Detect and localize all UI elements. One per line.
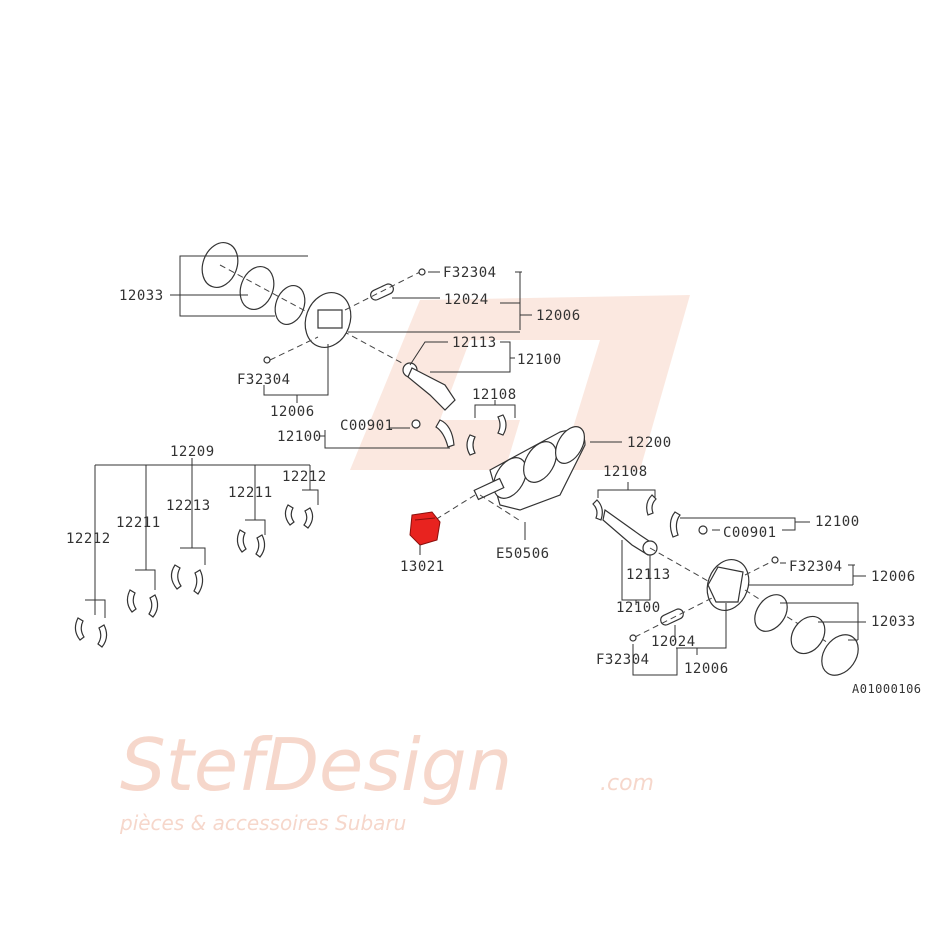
crank-sprocket-highlighted[interactable] bbox=[409, 511, 441, 546]
label-12200[interactable]: 12200 bbox=[627, 435, 672, 451]
leader-lines bbox=[85, 255, 866, 676]
piston-pin-top[interactable] bbox=[369, 282, 395, 301]
label-12212-right[interactable]: 12212 bbox=[282, 469, 327, 485]
label-12033-top[interactable]: 12033 bbox=[119, 288, 164, 304]
label-12113-top[interactable]: 12113 bbox=[452, 335, 497, 351]
crankshaft[interactable] bbox=[473, 422, 590, 511]
label-12100-left[interactable]: 12100 bbox=[277, 429, 322, 445]
label-12100-bottom[interactable]: 12100 bbox=[616, 600, 661, 616]
watermark-logo: StefDesign pièces & accessoires Subaru .… bbox=[119, 295, 690, 835]
diagram-id: A01000106 bbox=[852, 682, 922, 696]
label-c00901-left[interactable]: C00901 bbox=[340, 418, 394, 434]
piston-bottom[interactable] bbox=[700, 554, 755, 617]
part-labels: 12033 F32304 12024 12006 12113 12100 F32… bbox=[66, 265, 922, 696]
label-12213[interactable]: 12213 bbox=[166, 498, 211, 514]
piston-top[interactable] bbox=[298, 286, 358, 354]
label-12006-top-b[interactable]: 12006 bbox=[270, 404, 315, 420]
clip-top-left[interactable] bbox=[263, 356, 271, 364]
main-bearings[interactable] bbox=[74, 504, 314, 648]
con-rod-bottom[interactable] bbox=[602, 508, 658, 556]
rod-cap-left[interactable] bbox=[411, 419, 455, 448]
label-12100-top[interactable]: 12100 bbox=[517, 352, 562, 368]
label-e50506[interactable]: E50506 bbox=[496, 546, 550, 562]
label-c00901-right[interactable]: C00901 bbox=[723, 525, 777, 541]
clip-bottom-left[interactable] bbox=[629, 634, 637, 642]
label-12211-right[interactable]: 12211 bbox=[228, 485, 273, 501]
label-12033-bottom[interactable]: 12033 bbox=[871, 614, 916, 630]
rod-cap-right[interactable] bbox=[669, 511, 708, 538]
watermark-suffix: .com bbox=[600, 771, 654, 796]
piston-pin-bottom[interactable] bbox=[659, 607, 685, 626]
label-12006-bottom-b[interactable]: 12006 bbox=[684, 661, 729, 677]
label-13021[interactable]: 13021 bbox=[400, 559, 445, 575]
label-12024-top[interactable]: 12024 bbox=[444, 292, 489, 308]
watermark-brand: StefDesign bbox=[120, 723, 512, 807]
label-12100-right[interactable]: 12100 bbox=[815, 514, 860, 530]
label-12113-bottom[interactable]: 12113 bbox=[626, 567, 671, 583]
label-12209[interactable]: 12209 bbox=[170, 444, 215, 460]
label-f32304-bottom-left[interactable]: F32304 bbox=[596, 652, 650, 668]
label-12006-top[interactable]: 12006 bbox=[536, 308, 581, 324]
clip-top-right[interactable] bbox=[418, 268, 426, 276]
label-f32304-top-left[interactable]: F32304 bbox=[237, 372, 291, 388]
clip-bottom-right[interactable] bbox=[771, 556, 779, 564]
label-12024-bottom[interactable]: 12024 bbox=[651, 634, 696, 650]
bearing-top[interactable] bbox=[466, 414, 507, 456]
label-12212-left[interactable]: 12212 bbox=[66, 531, 111, 547]
ring-set-bottom[interactable] bbox=[748, 589, 866, 683]
con-rod-top[interactable] bbox=[402, 362, 456, 411]
label-12211-left[interactable]: 12211 bbox=[116, 515, 161, 531]
label-f32304-top-right[interactable]: F32304 bbox=[443, 265, 497, 281]
watermark-tagline: pièces & accessoires Subaru bbox=[119, 811, 406, 835]
label-12108-bottom[interactable]: 12108 bbox=[603, 464, 648, 480]
ring-set-top[interactable] bbox=[196, 238, 310, 329]
label-12108-top[interactable]: 12108 bbox=[472, 387, 517, 403]
label-f32304-bottom-right[interactable]: F32304 bbox=[789, 559, 843, 575]
label-12006-bottom[interactable]: 12006 bbox=[871, 569, 916, 585]
bearing-bottom[interactable] bbox=[592, 494, 657, 521]
